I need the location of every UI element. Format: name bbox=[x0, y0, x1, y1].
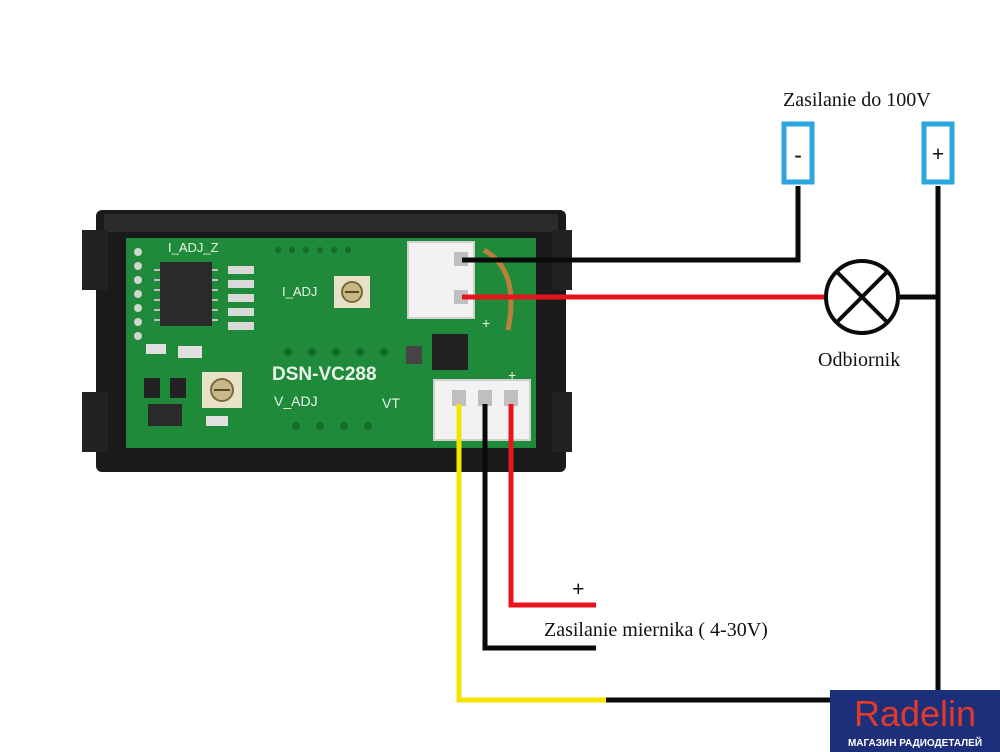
connector-2pin bbox=[407, 241, 475, 319]
meter-supply-label: Zasilanie miernika ( 4-30V) bbox=[544, 619, 768, 641]
pcb-label-v-adj: V_ADJ bbox=[274, 393, 318, 409]
pcb-label-plus-b: + bbox=[508, 367, 516, 383]
pcb-label-plus-a: + bbox=[482, 315, 490, 331]
terminal-minus: - bbox=[781, 121, 815, 185]
potentiometer-current bbox=[334, 276, 370, 308]
load-lamp-symbol bbox=[824, 259, 900, 335]
pcb-label-vt: VT bbox=[382, 395, 400, 411]
wire-yellow-sense bbox=[456, 404, 606, 703]
wire-black-meter-supply bbox=[482, 404, 596, 651]
housing-left-clip-top bbox=[82, 230, 108, 290]
supply-title: Zasilanie do 100V bbox=[783, 89, 931, 111]
potentiometer-voltage bbox=[202, 372, 242, 408]
meter-module: I_ADJ_Z I_ADJ DSN-VC288 V_ADJ VT + + bbox=[82, 210, 572, 472]
pcb-via-holes bbox=[275, 247, 388, 430]
housing-left-clip-bottom bbox=[82, 392, 108, 452]
current-shunt-wire bbox=[482, 247, 514, 331]
terminal-plus-label: + bbox=[932, 141, 945, 166]
pcb-model-label: DSN-VC288 bbox=[272, 364, 377, 385]
logo-brand: Radelin bbox=[854, 693, 976, 734]
radelin-logo: Radelin МАГАЗИН РАДИОДЕТАЛЕЙ bbox=[830, 690, 1000, 752]
terminal-plus: + bbox=[921, 121, 955, 185]
wire-black-minus bbox=[462, 186, 801, 263]
chip-pins bbox=[154, 269, 218, 321]
load-label: Odbiornik bbox=[818, 349, 900, 371]
pcb-capacitor bbox=[406, 346, 422, 364]
pcb-smd-parts bbox=[144, 266, 254, 426]
pcb-microcontroller-chip bbox=[160, 262, 212, 326]
pcb-small-ic bbox=[432, 334, 468, 370]
connector-3pin bbox=[433, 379, 531, 441]
logo-tagline: МАГАЗИН РАДИОДЕТАЛЕЙ bbox=[848, 736, 982, 749]
pcb-pin-row bbox=[134, 248, 142, 340]
wire-red-meter-supply bbox=[508, 404, 596, 608]
pcb-label-i-adj-z: I_ADJ_Z bbox=[168, 240, 219, 255]
terminal-minus-label: - bbox=[794, 142, 801, 167]
housing-right-clip-bottom bbox=[552, 392, 572, 452]
pcb-label-i-adj: I_ADJ bbox=[282, 284, 317, 299]
housing-top-lip bbox=[104, 214, 558, 232]
meter-supply-plus-label: + bbox=[572, 576, 585, 601]
